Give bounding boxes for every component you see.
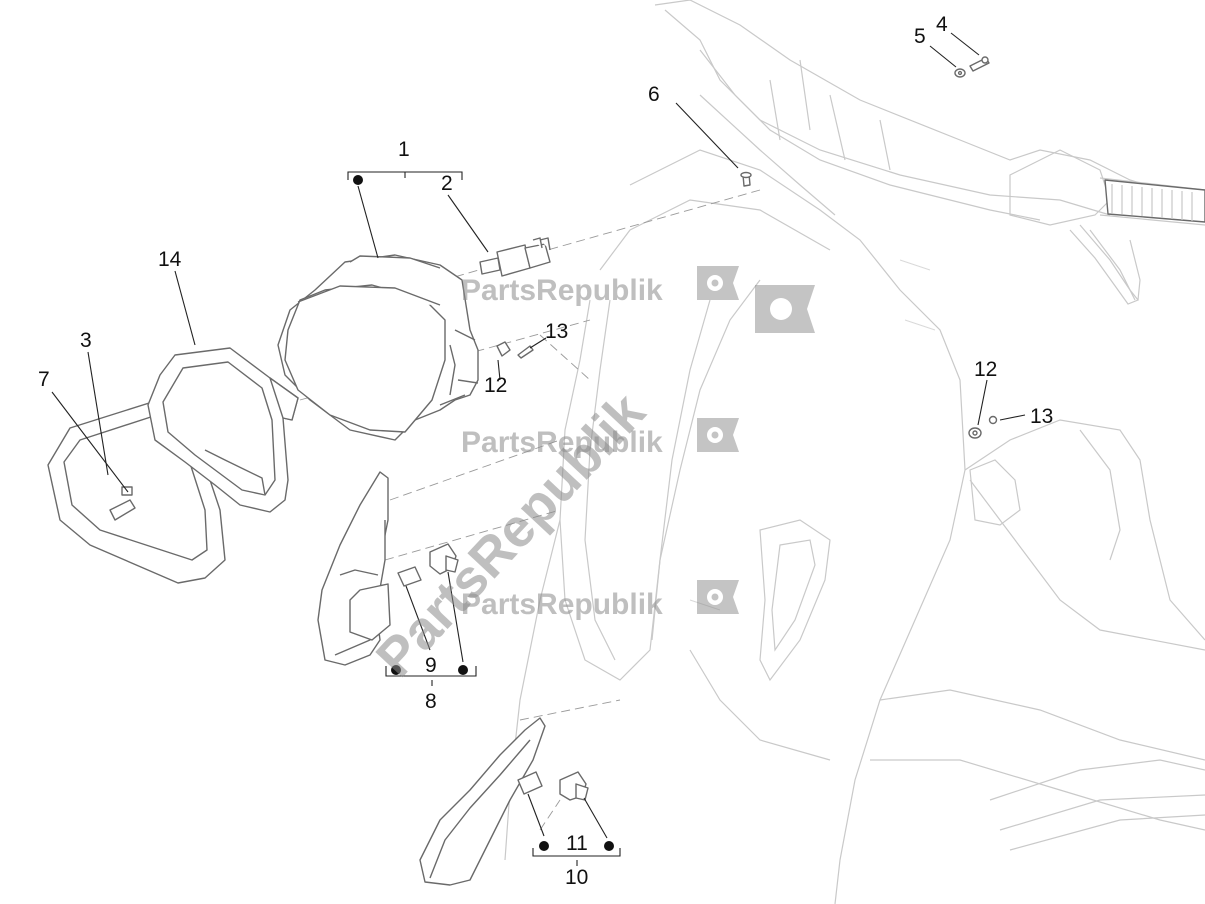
watermark-text: PartsRepublik xyxy=(461,426,663,459)
brake-lever xyxy=(1069,224,1139,305)
callout-8: 8 xyxy=(425,690,437,713)
callout-10: 10 xyxy=(565,866,588,889)
callout-1: 1 xyxy=(398,138,410,161)
screw-6 xyxy=(740,171,752,187)
clip-12 xyxy=(496,341,511,357)
leader-lines xyxy=(51,32,1026,866)
bulb-socket-10 xyxy=(559,771,589,801)
nut-13 xyxy=(988,415,998,425)
callout-3: 3 xyxy=(80,329,92,352)
bulb-11 xyxy=(517,771,543,795)
callout-7: 7 xyxy=(38,368,50,391)
callout-5: 5 xyxy=(914,25,926,48)
scooter-body-outline xyxy=(504,0,1205,904)
washer-12 xyxy=(968,427,982,439)
screw-13 xyxy=(517,345,534,359)
gear-flag-icon xyxy=(755,285,815,333)
callout-14: 14 xyxy=(158,248,182,271)
watermark-text: PartsRepublik xyxy=(461,588,663,621)
bulb-socket-8 xyxy=(429,543,459,575)
callout-4: 4 xyxy=(936,13,948,36)
gear-flag-icon xyxy=(697,580,739,614)
callout-11: 11 xyxy=(566,832,588,855)
callout-13-right: 13 xyxy=(1030,405,1053,428)
gear-flag-icon xyxy=(697,418,739,452)
callout-2: 2 xyxy=(441,172,453,195)
handlebar-grip xyxy=(1104,179,1205,223)
headlight-unit xyxy=(277,254,479,441)
callout-6: 6 xyxy=(648,83,660,106)
headlight-frame xyxy=(147,347,299,513)
right-turn-signal xyxy=(419,717,546,886)
bulb-9 xyxy=(397,566,422,587)
callout-12-left: 12 xyxy=(484,374,507,397)
washer-5 xyxy=(954,68,966,78)
callout-12-right: 12 xyxy=(974,358,997,381)
left-turn-signal xyxy=(317,471,391,666)
callout-labels: 1 2 14 3 7 13 12 4 5 6 12 13 9 8 11 10 xyxy=(38,13,1053,889)
headlight-bulb xyxy=(479,237,551,277)
callout-9: 9 xyxy=(425,654,437,677)
watermark-text: PartsRepublik xyxy=(461,274,663,307)
gear-flag-icon xyxy=(697,266,739,300)
screw-4 xyxy=(969,56,990,72)
callout-13-left: 13 xyxy=(545,320,568,343)
